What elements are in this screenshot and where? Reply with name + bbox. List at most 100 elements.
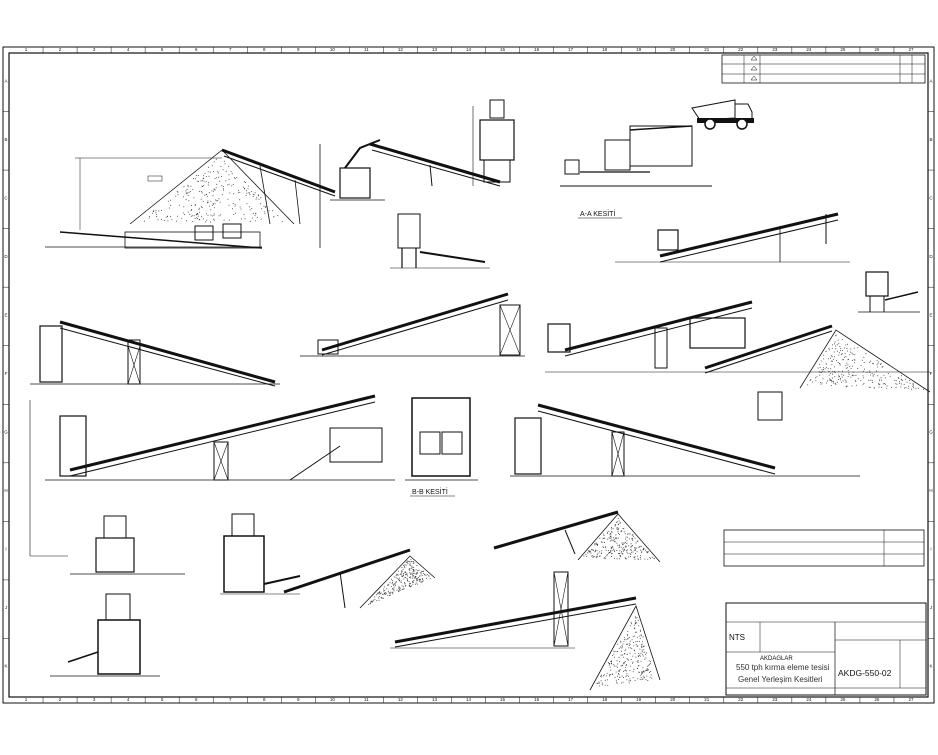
small-tower-right (858, 271, 920, 313)
scale-label: NTS (729, 633, 745, 642)
column-number-bottom: 9 (297, 697, 300, 702)
column-number-bottom: 13 (432, 697, 438, 702)
row-letter-right: D (929, 254, 933, 259)
column-number-bottom: 18 (602, 697, 608, 702)
row-letter-left: A (4, 78, 7, 83)
title-line-1: 550 tph kırma eleme tesisi (736, 663, 830, 672)
column-number-top: 24 (806, 47, 812, 52)
column-number-top: 13 (432, 47, 438, 52)
column-number-top: 16 (534, 47, 540, 52)
row-letter-right: A (929, 78, 932, 83)
column-number-bottom: 5 (161, 697, 164, 702)
column-number-bottom: 17 (568, 697, 574, 702)
row-letter-left: F (5, 371, 8, 376)
row-letter-right: C (929, 195, 933, 200)
conveyor-row3-right (510, 391, 860, 477)
row-letter-right: F (930, 371, 933, 376)
incline-conveyor-right-top (615, 212, 850, 263)
column-number-bottom: 1 (25, 697, 28, 702)
column-number-top: 4 (127, 47, 130, 52)
column-number-top: 21 (704, 47, 710, 52)
section-bb-label: B-B KESİTİ (412, 487, 448, 496)
column-number-bottom: 19 (636, 697, 642, 702)
title-block: NTS AKDAGLAR 550 tph kırma eleme tesisi … (725, 602, 927, 696)
column-number-bottom: 12 (398, 697, 404, 702)
column-number-top: 10 (330, 47, 336, 52)
column-number-top: 19 (636, 47, 642, 52)
section-bb: B-B KESİTİ (405, 397, 478, 497)
plant-row4-left (29, 400, 185, 575)
column-number-top: 9 (297, 47, 300, 52)
column-number-top: 7 (229, 47, 232, 52)
column-number-top: 11 (364, 47, 369, 52)
revision-triangle-icon (750, 55, 758, 81)
column-number-top: 3 (93, 47, 96, 52)
column-number-bottom: 15 (500, 697, 506, 702)
column-number-top: 14 (466, 47, 472, 52)
column-number-bottom: 7 (229, 697, 232, 702)
column-number-top: 6 (195, 47, 198, 52)
column-number-bottom: 6 (195, 697, 198, 702)
column-number-bottom: 26 (874, 697, 880, 702)
stockpile-stipple (144, 158, 924, 687)
legend-box (723, 529, 925, 567)
conveyor-row2-left (30, 320, 280, 387)
title-line-2: Genel Yerleşim Kesitleri (738, 675, 823, 684)
column-number-top: 17 (568, 47, 574, 52)
stacker-row4 (283, 548, 436, 609)
column-number-top: 18 (602, 47, 608, 52)
row-letter-left: D (4, 254, 8, 259)
column-number-top: 26 (874, 47, 880, 52)
screen-and-stockpile-row2 (545, 300, 931, 393)
column-number-top: 1 (25, 47, 28, 52)
row-letter-right: I (930, 547, 931, 552)
row-letter-left: H (4, 488, 7, 493)
row-letter-right: E (929, 312, 932, 317)
row-letter-right: H (929, 488, 932, 493)
row-letter-left: I (5, 547, 6, 552)
row-letter-left: E (4, 312, 7, 317)
column-number-bottom: 3 (93, 697, 96, 702)
column-number-bottom: 20 (670, 697, 676, 702)
drawing-number: AKDG-550-02 (838, 668, 892, 678)
row-letter-left: C (4, 195, 8, 200)
stockpile-reclaim-section (45, 148, 336, 249)
stacker-small-right (493, 510, 661, 563)
column-number-top: 5 (161, 47, 164, 52)
column-number-bottom: 16 (534, 697, 540, 702)
inner-border (8, 52, 929, 698)
section-aa: A-A KESİTİ (560, 125, 712, 219)
column-number-top: 20 (670, 47, 676, 52)
conveyor-row3-left (45, 394, 395, 481)
column-number-bottom: 8 (263, 697, 266, 702)
conveyor-row5 (390, 571, 661, 691)
column-number-top: 8 (263, 47, 266, 52)
column-grid-markers: 1122334455667788991010111112121313141415… (25, 47, 914, 703)
column-number-bottom: 24 (806, 697, 812, 702)
column-number-bottom: 4 (127, 697, 130, 702)
section-aa-label: A-A KESİTİ (580, 209, 615, 218)
column-number-bottom: 14 (466, 697, 472, 702)
column-number-top: 22 (738, 47, 744, 52)
plant-row4-middle (220, 513, 301, 595)
column-number-top: 15 (500, 47, 506, 52)
column-number-top: 25 (840, 47, 846, 52)
column-number-bottom: 23 (772, 697, 778, 702)
column-number-bottom: 27 (908, 697, 914, 702)
column-number-top: 27 (908, 47, 914, 52)
column-number-bottom: 21 (704, 697, 710, 702)
column-number-bottom: 10 (330, 697, 336, 702)
row-letter-right: B (929, 137, 932, 142)
column-number-top: 2 (59, 47, 62, 52)
row-letter-left: B (4, 137, 7, 142)
crusher-conveyor-section (319, 99, 515, 248)
row-letter-right: K (929, 664, 932, 669)
revision-table (721, 54, 926, 84)
row-letter-left: J (5, 605, 7, 610)
plant-row5 (50, 593, 160, 677)
column-number-bottom: 2 (59, 697, 62, 702)
row-letter-left: G (4, 430, 8, 435)
